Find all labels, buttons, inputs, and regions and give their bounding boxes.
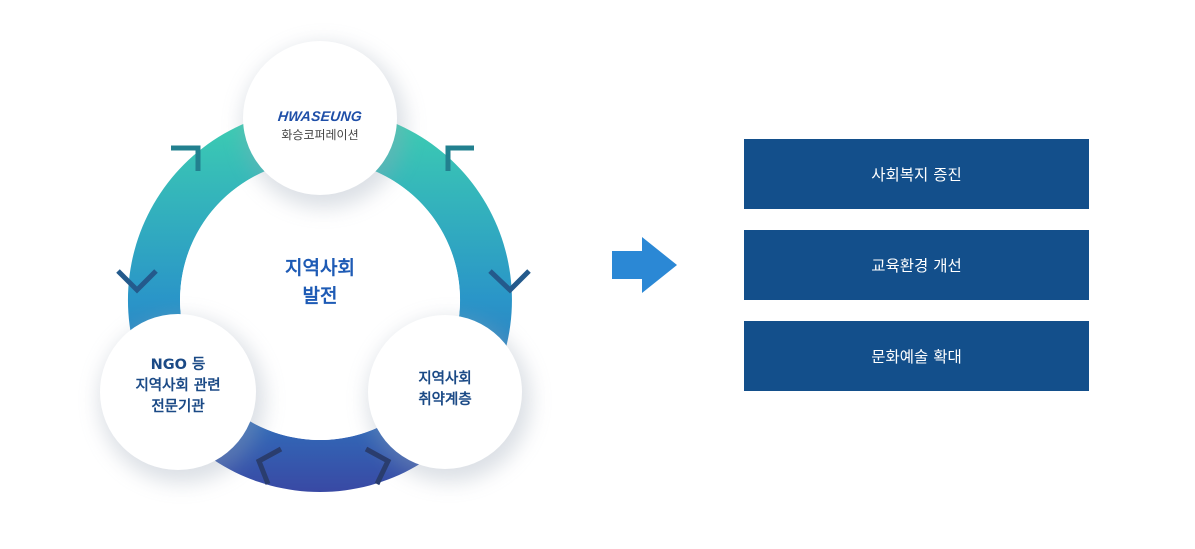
- node-right-line: 취약계층: [418, 392, 472, 409]
- chevron-top-right-icon: [445, 145, 474, 171]
- node-left-line: 전문기관: [151, 399, 205, 416]
- node-left-line: NGO 등: [150, 357, 206, 373]
- company-name: 화승코퍼레이션: [281, 128, 359, 143]
- cycle-diagram: [99, 41, 531, 492]
- center-label-line: 발전: [302, 284, 338, 307]
- chevron-right-down-icon: [488, 269, 531, 294]
- node-right-circle: [368, 315, 522, 469]
- chevron-top-left-icon: [171, 145, 201, 171]
- chevron-bottom-left-icon: [255, 446, 283, 485]
- result-label: 사회복지 증진: [871, 166, 962, 184]
- node-left-label: NGO 등 지역사회 관련 전문기관: [100, 355, 256, 418]
- center-label: 지역사회 발전: [240, 255, 400, 310]
- node-right-line: 지역사회: [418, 371, 472, 387]
- node-top-circle: [243, 41, 397, 195]
- result-label: 교육환경 개선: [871, 257, 962, 275]
- result-box: 사회복지 증진: [744, 139, 1089, 209]
- result-box: 문화예술 확대: [744, 321, 1089, 391]
- node-left-circle: [100, 314, 256, 470]
- brand-logo: HWASEUNG: [277, 108, 363, 124]
- result-label: 문화예술 확대: [871, 348, 962, 366]
- center-label-line: 지역사회: [285, 257, 355, 279]
- arrow-right-icon: [612, 237, 677, 293]
- result-box: 교육환경 개선: [744, 230, 1089, 300]
- node-left-line: 지역사회 관련: [135, 378, 221, 395]
- node-right-label: 지역사회 취약계층: [372, 369, 518, 411]
- chevron-bottom-right-icon: [364, 446, 392, 486]
- node-top-label: HWASEUNG 화승코퍼레이션: [250, 106, 390, 145]
- chevron-left-down-icon: [116, 269, 158, 294]
